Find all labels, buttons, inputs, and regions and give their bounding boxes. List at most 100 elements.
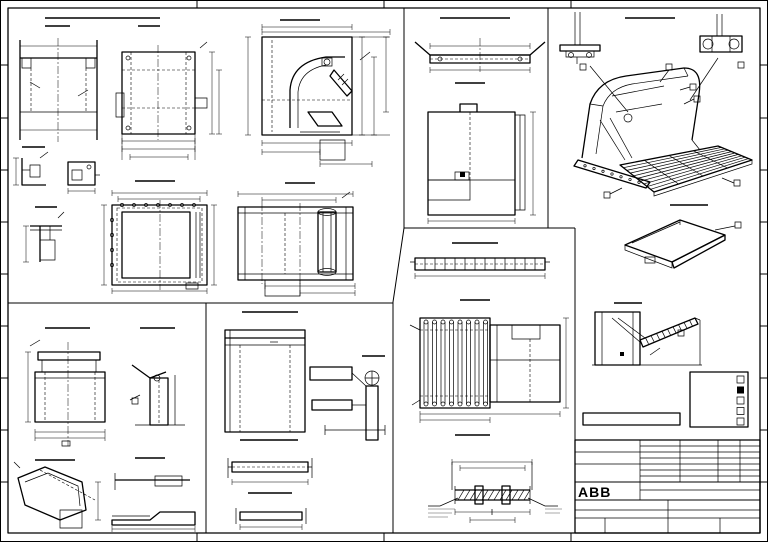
view-fixing-detail-detail-line: [493, 489, 501, 501]
detail-bracket-c: [23, 206, 65, 263]
view-isometric-assembly-detail-line: [637, 180, 641, 184]
view-section-chute-dimension-line: [245, 36, 251, 136]
view-isometric-assembly-detail-line: [728, 38, 740, 50]
view-grating-section-dimension-line: [419, 417, 491, 423]
view-frame-plan-detail-line: [110, 218, 114, 222]
view-isometric-assembly-detail-line: [589, 65, 629, 113]
view-plan-dimension-line: [121, 138, 196, 144]
view-grating-section-detail-line: [449, 401, 454, 407]
view-fixing-detail-detail-line: [457, 489, 465, 501]
view-isometric-assembly-detail-line: [683, 67, 689, 77]
view-fixing-detail-detail-line: [451, 462, 533, 490]
view-plan-detail-line: [199, 41, 208, 49]
view-roller-frame: [237, 182, 356, 297]
view-isometric-assembly-detail-line: [610, 172, 614, 176]
view-grating-section-detail-line: [449, 322, 454, 404]
view-frame-elevation-outline: [37, 351, 101, 361]
view-cover-elevation: [427, 82, 536, 224]
view-fixing-detail-dimension-line: [459, 465, 526, 471]
view-isometric-assembly: [559, 12, 753, 199]
view-rail-section-detail-line: [227, 458, 313, 478]
view-side-grate-detail-line: [661, 331, 666, 338]
view-hopper-section-hidden-line: [39, 469, 96, 501]
view-hopper-section-detail-line: [13, 461, 21, 469]
view-grating-section-detail-line: [449, 319, 454, 325]
view-side-elevation-dimension-line: [19, 127, 98, 133]
view-roller-frame-detail-line: [317, 268, 337, 276]
view-side-elevation: [19, 17, 160, 142]
view-hopper-section-outline: [17, 466, 87, 521]
view-isometric-assembly-detail-line: [609, 187, 623, 195]
view-frame-plan-hidden-line: [116, 207, 203, 283]
view-grating-plan-outline: [414, 257, 546, 271]
view-isometric-assembly-detail-line: [592, 167, 596, 170]
view-hopper-section: [13, 459, 101, 529]
view-roller-frame-dimension-line: [237, 191, 354, 197]
view-post-detail: [309, 355, 386, 441]
view-rail-section-outline: [231, 461, 309, 473]
view-frame-plan-detail-line: [192, 203, 196, 207]
view-fixing-detail-note-line: [545, 508, 562, 514]
view-grating-section-dimension-line: [419, 411, 561, 417]
view-roller-frame-detail-line: [317, 208, 337, 216]
view-frame-elevation: [25, 327, 106, 447]
view-frame-elevation-detail-line: [29, 339, 41, 347]
title-block: [574, 439, 761, 534]
view-fixing-detail-detail-line: [499, 489, 507, 501]
detail-bracket-b-detail-line: [86, 164, 92, 170]
view-post-detail-detail-line: [365, 371, 379, 385]
view-grating-section-detail-line: [432, 319, 437, 325]
view-grating-section-outline: [489, 324, 561, 403]
abb-logo: ABB: [578, 484, 611, 500]
view-side-elevation-detail-line: [77, 89, 89, 97]
view-side-grate-detail-line: [672, 326, 677, 333]
view-isometric-tray-detail-line: [714, 225, 736, 231]
view-frame-plan-dimension-line: [111, 288, 208, 294]
view-section-chute: [245, 19, 391, 167]
view-plan-detail-line: [115, 92, 125, 118]
view-grating-section-detail-line: [483, 401, 488, 407]
view-section-chute-dimension-line: [371, 56, 377, 136]
detail-bracket-a-detail-line: [29, 164, 41, 178]
view-isometric-assembly-detail-line: [609, 117, 633, 159]
view-hinge-detail-detail-line: [131, 397, 139, 405]
view-fixing-detail-outline: [501, 485, 511, 505]
view-grating-section-hidden-line: [420, 329, 490, 397]
view-isometric-assembly-detail-line: [623, 113, 633, 123]
view-isometric-assembly-detail-line: [683, 98, 695, 105]
view-side-grate-detail-line: [683, 322, 688, 329]
view-plan-detail-line: [125, 125, 131, 131]
view-hinge-detail-detail-line: [153, 374, 161, 382]
item-legend-detail-line: [736, 407, 745, 415]
view-side-grate-detail-line: [677, 329, 685, 337]
view-cover-elevation-detail-line: [427, 179, 471, 201]
view-grating-section-detail-line: [511, 324, 541, 340]
view-section-chute-outline: [329, 69, 353, 97]
view-base-profile: [111, 457, 196, 532]
view-plan-detail-line: [186, 55, 192, 61]
view-roller-frame-detail-line: [264, 279, 301, 297]
view-isometric-assembly-detail-line: [644, 160, 679, 185]
view-cover-elevation-outline: [459, 103, 478, 112]
view-hopper-section-detail-line: [24, 472, 81, 507]
view-grating-section-detail-line: [466, 322, 471, 404]
view-base-profile-outline: [111, 511, 196, 526]
panel-dividers-border-line: [392, 227, 405, 533]
view-isometric-assembly-detail-line: [693, 150, 728, 169]
detail-bracket-b-dimension-line: [67, 188, 96, 194]
detail-bracket-a-dimension-line: [13, 157, 19, 186]
view-frame-elevation-detail-line: [61, 440, 71, 447]
view-grating-section: [409, 299, 569, 436]
view-isometric-assembly-detail-line: [702, 38, 714, 50]
view-frame-elevation-dimension-line: [34, 435, 106, 441]
view-isometric-assembly-detail-line: [595, 75, 689, 155]
detail-bracket-b: [67, 161, 100, 194]
view-isometric-assembly-detail-line: [586, 52, 592, 58]
view-fixing-detail-detail-line: [523, 489, 531, 501]
view-fixing-detail-detail-line: [463, 489, 471, 501]
view-section-chute-dimension-line: [261, 140, 353, 146]
view-section-chute-outline: [289, 56, 345, 128]
view-rail-plan-outline: [239, 511, 303, 521]
view-fixing-detail-dimension-line: [451, 459, 533, 465]
